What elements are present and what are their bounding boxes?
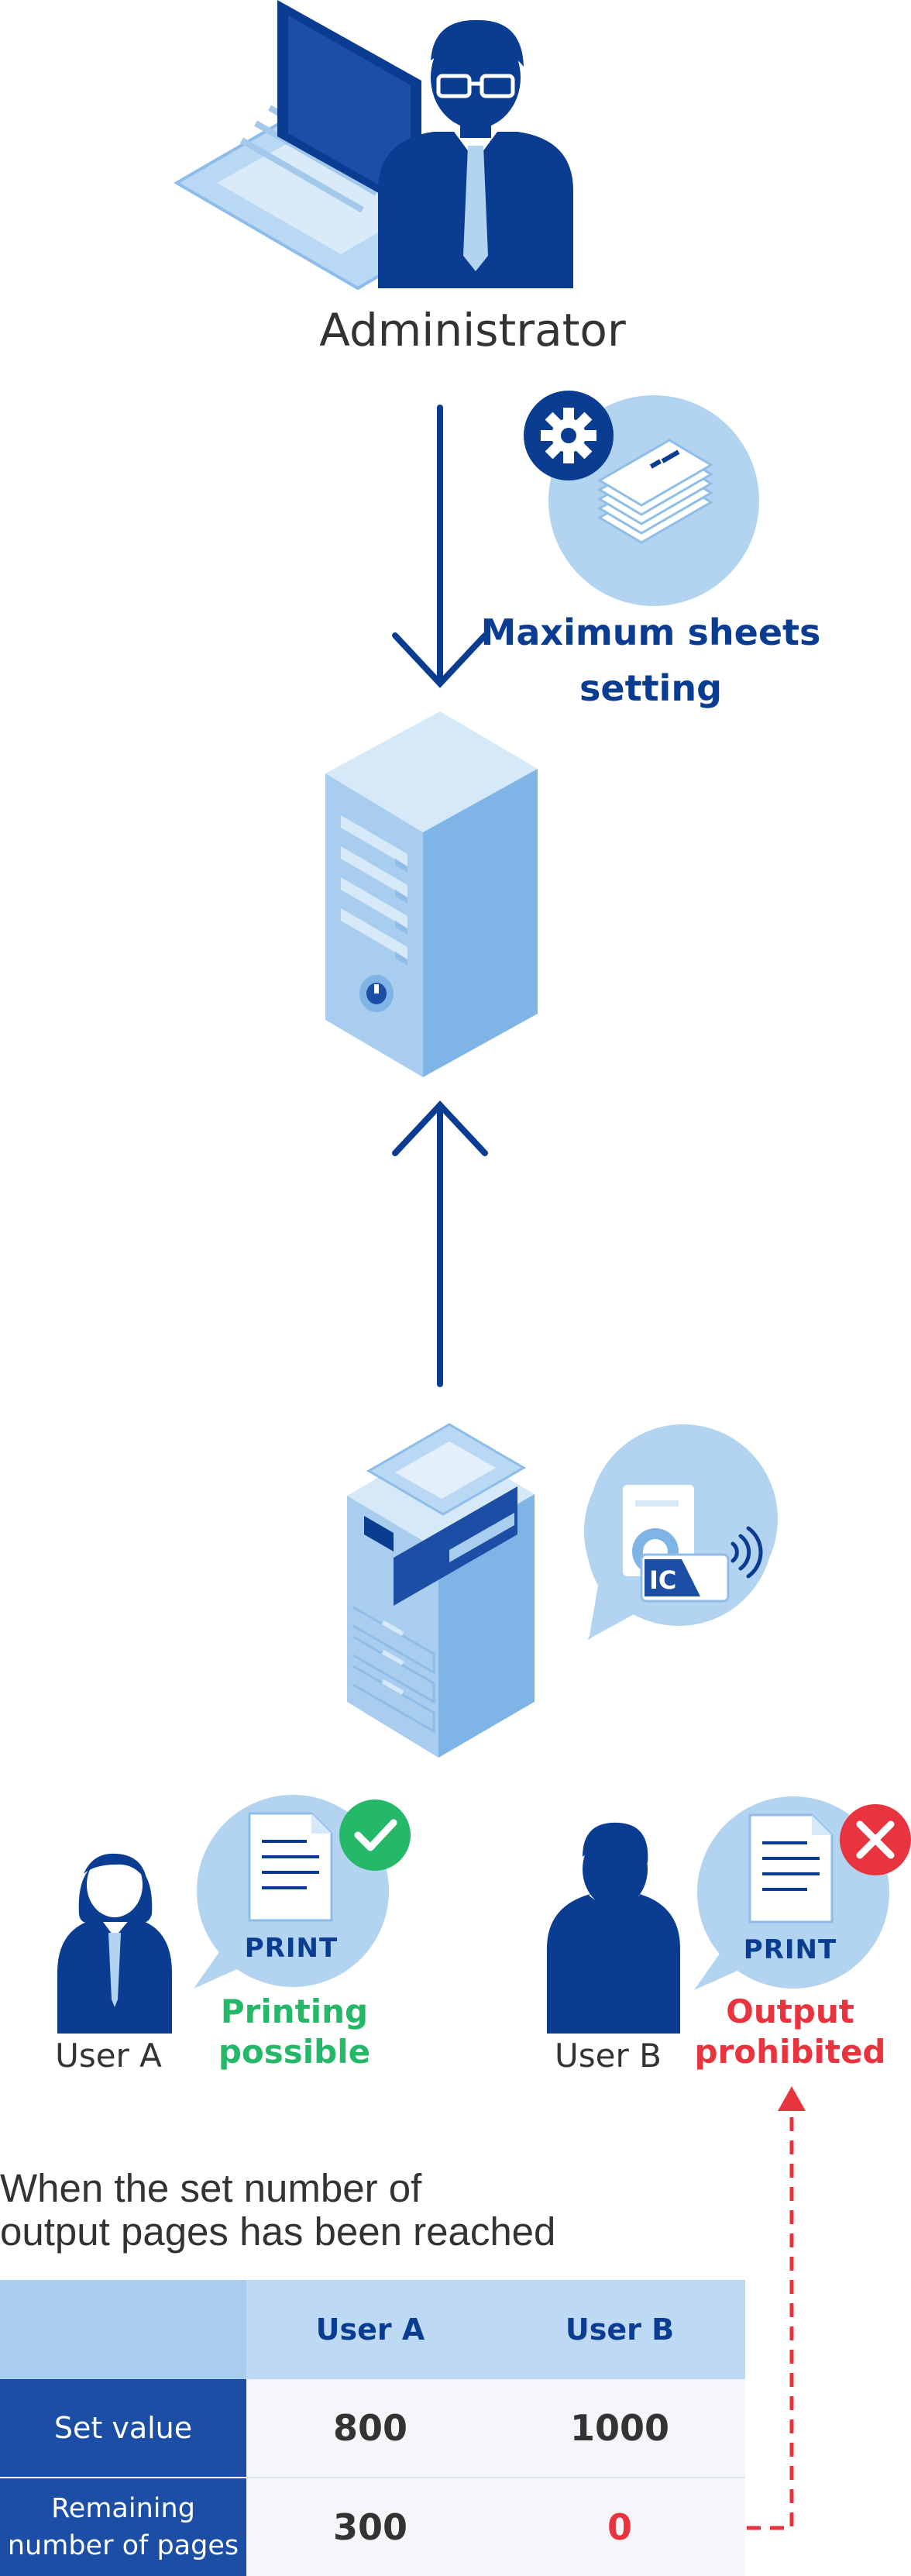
user-a-avatar xyxy=(57,1852,172,2034)
server-illustration xyxy=(325,711,538,1077)
output-prohibited-line2: prohibited xyxy=(694,2033,886,2071)
user-b-avatar xyxy=(547,1822,680,2034)
row-label-remaining: Remaining number of pages xyxy=(0,2478,246,2576)
table-heading-line1: When the set number of xyxy=(0,2166,422,2210)
table-heading: When the set number of output pages has … xyxy=(0,2167,852,2254)
table-header-row: User A User B xyxy=(0,2280,745,2379)
cell-remaining-user-b: 0 xyxy=(494,2478,745,2576)
printing-possible-line1: Printing xyxy=(220,1992,369,2030)
user-b-label: User B xyxy=(555,2037,662,2075)
max-sheets-label-line1: Maximum sheets xyxy=(480,611,821,653)
arrow-up-icon xyxy=(392,1100,488,1387)
max-sheets-label: Maximum sheets setting xyxy=(465,604,837,716)
printer-illustration xyxy=(347,1423,535,1758)
header-cell-empty xyxy=(0,2280,246,2379)
check-icon xyxy=(339,1799,411,1871)
header-cell-user-b: User B xyxy=(494,2280,745,2379)
print-label-b: PRINT xyxy=(743,1934,837,1965)
max-sheets-icon xyxy=(524,391,759,606)
max-sheets-label-line2: setting xyxy=(579,667,722,709)
print-label-a: PRINT xyxy=(244,1933,339,1964)
administrator-label: Administrator xyxy=(319,304,626,356)
header-cell-user-a: User A xyxy=(246,2280,494,2379)
ic-card-icon xyxy=(584,1424,778,1640)
row-label-remaining-line2: number of pages xyxy=(7,2530,239,2561)
administrator-illustration xyxy=(174,0,573,291)
dashed-connector-arrow xyxy=(747,2086,806,2530)
table-row: Remaining number of pages 300 0 xyxy=(0,2478,745,2576)
ic-label: IC xyxy=(649,1565,677,1595)
output-prohibited-label: Output prohibited xyxy=(674,1992,906,2072)
output-prohibited-line1: Output xyxy=(726,1992,854,2030)
cross-icon xyxy=(840,1804,911,1875)
printing-possible-label: Printing possible xyxy=(178,1992,411,2072)
arrow-down-icon xyxy=(392,405,488,688)
cell-remaining-user-a: 300 xyxy=(246,2478,494,2576)
pages-table: User A User B Set value 800 1000 Remaini… xyxy=(0,2280,745,2576)
table-row: Set value 800 1000 xyxy=(0,2379,745,2478)
row-label-set-value: Set value xyxy=(0,2379,246,2478)
row-label-remaining-line1: Remaining xyxy=(51,2493,195,2524)
cell-set-value-user-b: 1000 xyxy=(494,2379,745,2478)
cell-set-value-user-a: 800 xyxy=(246,2379,494,2478)
user-a-label: User A xyxy=(55,2037,162,2075)
printing-possible-line2: possible xyxy=(218,2033,371,2071)
table-heading-line2: output pages has been reached xyxy=(0,2209,556,2254)
